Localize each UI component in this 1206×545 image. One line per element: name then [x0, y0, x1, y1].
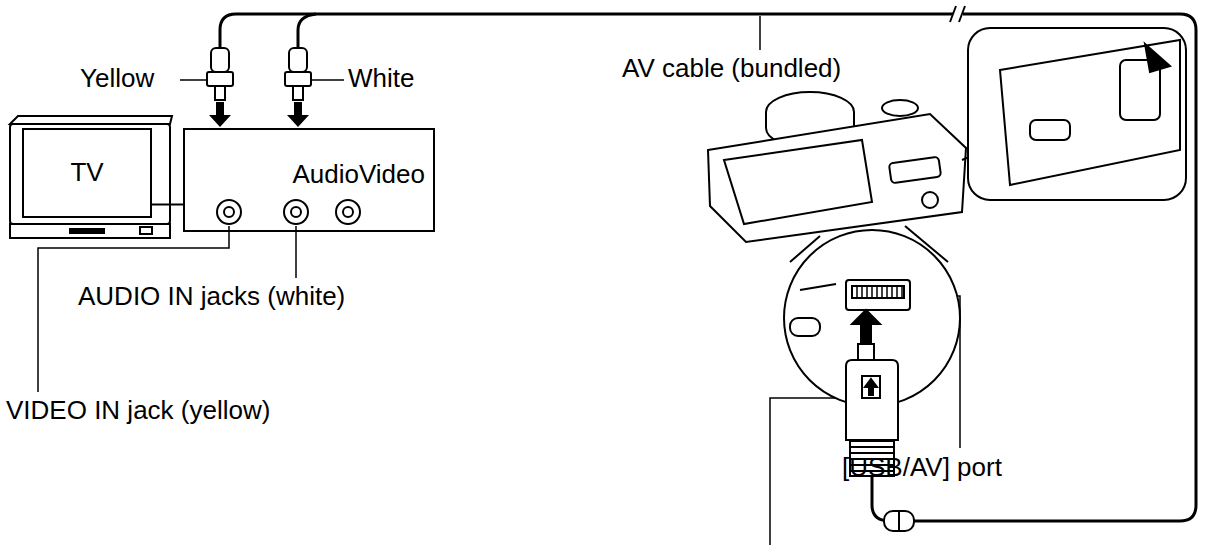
cable-break-part: [950, 6, 956, 22]
insert-arrows-part: [287, 115, 309, 127]
camera-body-part: [889, 157, 941, 184]
insert-arrows-part: [294, 102, 302, 116]
camera-body-part: [922, 192, 938, 208]
usb-av-plug-part: [852, 310, 880, 324]
magnifier-detail-part: [790, 318, 820, 336]
rca-plugs-part: [211, 48, 229, 72]
detail-inset-part: [968, 28, 1186, 200]
ferrite-core-part: [884, 511, 914, 531]
plug-color-label: White: [348, 64, 414, 94]
av-jacks-part: [336, 200, 360, 224]
leader-lines-part: [770, 398, 843, 545]
detail-inset-part: [1030, 120, 1070, 140]
av-jacks: [217, 200, 360, 224]
node-text: AudioVideo: [193, 160, 425, 190]
tv-set-part: [70, 229, 104, 233]
usb-av-plug-part: [861, 324, 871, 344]
camera-body-part: [724, 140, 872, 224]
magnifier-detail: [784, 230, 960, 406]
av-cable: [220, 14, 1196, 521]
ferrite-core-part: [898, 511, 900, 531]
ferrite-core: [884, 511, 914, 531]
leader-lines-part: [312, 79, 344, 81]
tv-set-part: [10, 224, 170, 238]
port-label: [USB/AV] port: [842, 453, 1002, 483]
plug-color-label: Yellow: [80, 64, 154, 94]
cable-label: AV cable (bundled): [622, 54, 841, 84]
usb-av-plug-part: [858, 344, 874, 360]
leader-lines-part: [180, 79, 206, 81]
av-jacks-part: [217, 200, 241, 224]
node-text: TV: [30, 158, 144, 188]
av-cable-part: [220, 14, 1196, 521]
av-jacks-part: [291, 207, 301, 217]
av-jacks-part: [343, 207, 353, 217]
leader-lines-part: [295, 226, 297, 278]
av-jacks-part: [284, 200, 308, 224]
insert-arrows-part: [209, 115, 231, 127]
usb-av-plug-part: [862, 376, 880, 398]
leader-lines: [38, 16, 960, 545]
leader-lines-part: [759, 16, 761, 50]
rca-plugs-part: [207, 72, 233, 86]
camera-body-part: [882, 100, 918, 116]
tv-screen: TV: [22, 128, 152, 218]
magnifier-detail-part: [852, 286, 904, 298]
insert-arrows: [209, 102, 309, 127]
insert-arrows-part: [216, 102, 224, 116]
detail-inset: [962, 28, 1186, 200]
usb-av-plug-part: [846, 360, 898, 440]
tv-set: [10, 116, 172, 238]
tv-set-part: [140, 227, 152, 234]
tv-set-part: [10, 116, 172, 124]
camera-body-part: [708, 114, 966, 242]
av-input-panel: AudioVideo: [183, 128, 435, 232]
rca-plugs-part: [289, 48, 307, 72]
magnifier-detail-part: [846, 280, 910, 310]
magnifier-detail-part: [800, 284, 836, 290]
rca-plugs-part: [215, 86, 225, 100]
detail-inset-part: [1000, 40, 1180, 185]
detail-inset-part: [1145, 44, 1170, 72]
av-jacks-part: [224, 207, 234, 217]
usb-av-plug-part: [865, 379, 877, 387]
rca-plugs-part: [285, 72, 311, 86]
rca-plugs: [207, 48, 311, 100]
av-cable-part: [298, 14, 316, 48]
cable-break: [950, 6, 965, 22]
jack-label: AUDIO IN jacks (white): [78, 282, 345, 312]
rca-plugs-part: [293, 86, 303, 100]
usb-av-plug: [846, 310, 898, 476]
usb-av-plug-part: [869, 387, 873, 395]
tv-set-part: [10, 124, 170, 224]
jack-label: VIDEO IN jack (yellow): [6, 396, 270, 426]
connector-wire: [152, 204, 183, 206]
cable-break-part: [959, 6, 965, 22]
magnifier-detail-part: [784, 230, 960, 406]
